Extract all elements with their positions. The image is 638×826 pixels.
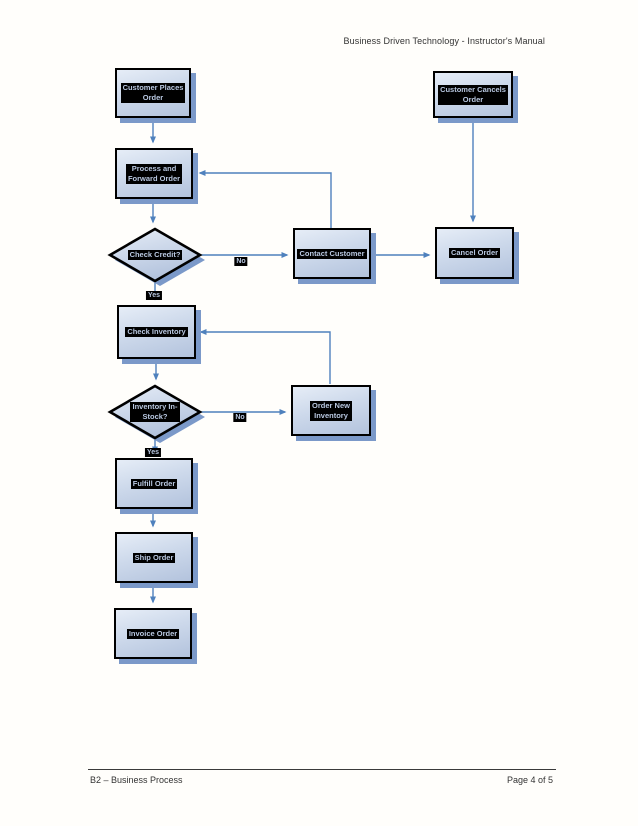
decision-check-credit — [105, 226, 211, 297]
node-contact-customer: Contact Customer — [293, 228, 371, 279]
node-label: Fulfill Order — [130, 478, 178, 489]
edge-label-stock-yes: Yes — [144, 448, 162, 457]
node-label: Order New Inventory — [310, 400, 352, 421]
node-label: Customer Cancels Order — [438, 84, 508, 105]
node-label: Ship Order — [132, 552, 176, 563]
diamond-shape-icon — [107, 384, 205, 443]
node-order-new-inventory: Order New Inventory — [291, 385, 371, 436]
node-ship-order: Ship Order — [115, 532, 193, 583]
node-check-inventory: Check Inventory — [117, 305, 196, 359]
node-label: Cancel Order — [448, 248, 501, 258]
node-label: Invoice Order — [126, 628, 180, 639]
node-process-and-forward-order: Process and Forward Order — [115, 148, 193, 199]
node-label: Check Inventory — [125, 327, 188, 337]
footer-divider — [88, 769, 556, 770]
footer-page-number: Page 4 of 5 — [506, 775, 553, 785]
edge-label-stock-no: No — [233, 413, 247, 422]
node-label: Contact Customer — [297, 248, 367, 259]
node-label: Customer Places Order — [120, 83, 186, 103]
node-label: Process and Forward Order — [125, 163, 183, 184]
node-fulfill-order: Fulfill Order — [115, 458, 193, 509]
node-cancel-order: Cancel Order — [435, 227, 514, 279]
edge-label-credit-no: No — [234, 257, 248, 266]
page-header-title: Business Driven Technology - Instructor'… — [343, 36, 545, 46]
node-invoice-order: Invoice Order — [114, 608, 192, 659]
diamond-shape-icon — [107, 227, 205, 286]
node-customer-places-order: Customer Places Order — [115, 68, 191, 118]
edge-label-credit-yes: Yes — [145, 291, 163, 300]
node-customer-cancels-order: Customer Cancels Order — [433, 71, 513, 118]
footer-section-title: B2 – Business Process — [90, 775, 183, 785]
